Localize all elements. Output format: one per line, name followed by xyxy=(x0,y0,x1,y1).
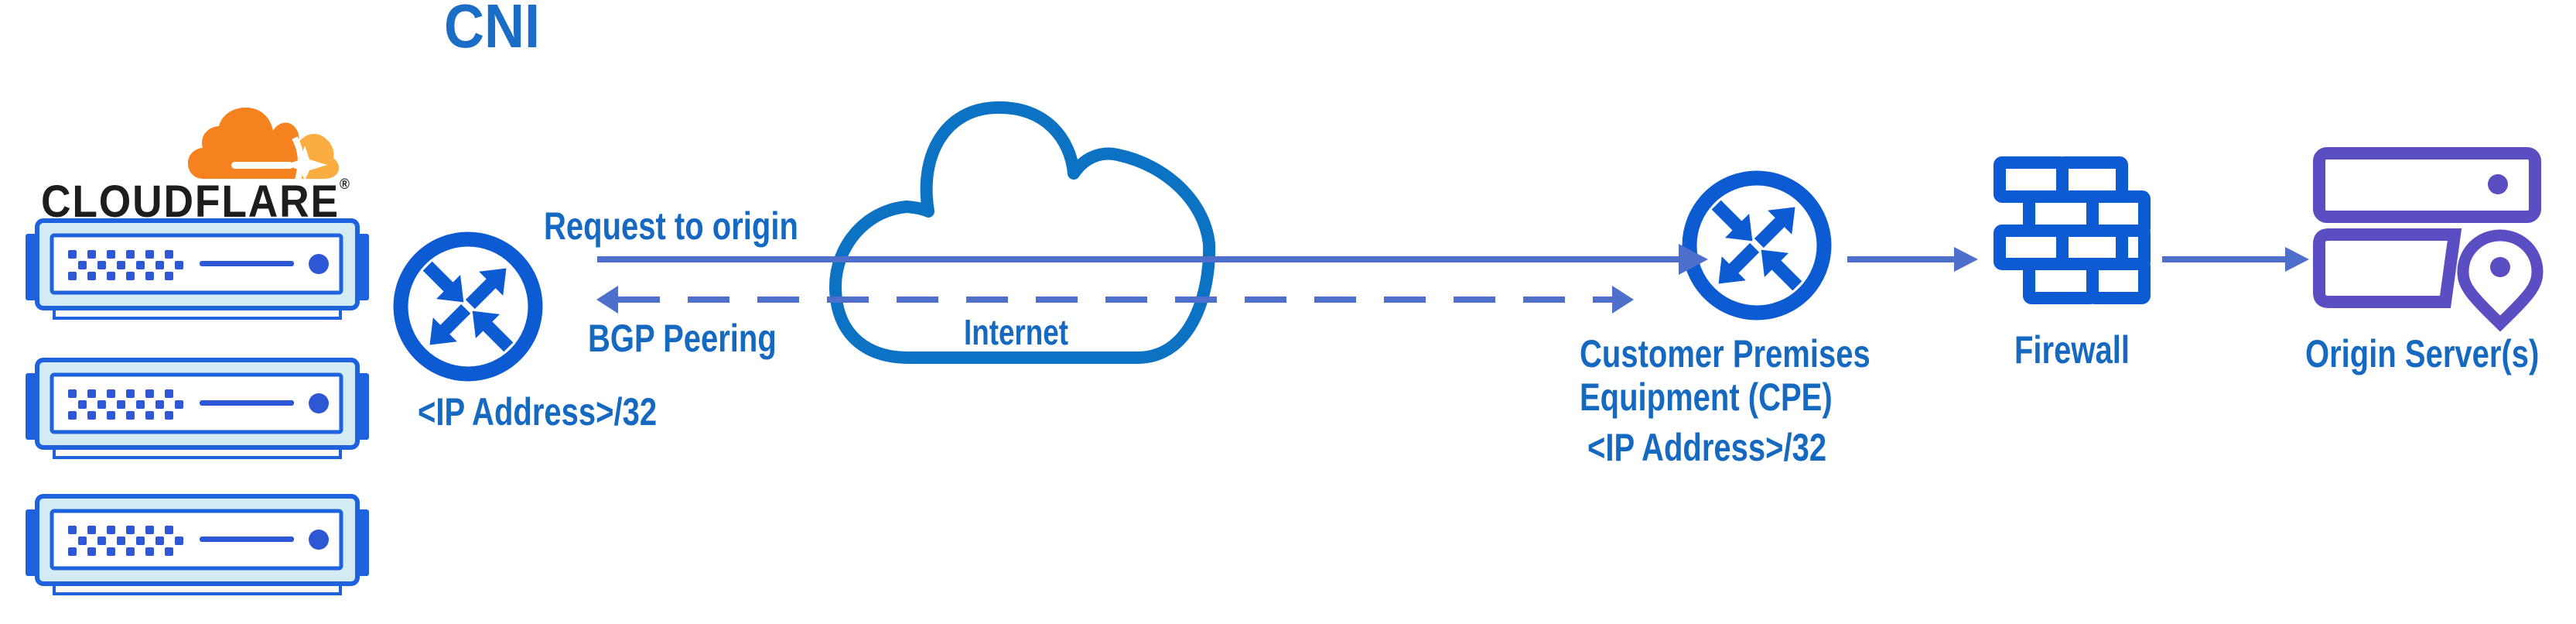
cloudflare-wordmark: CLOUDFLARE® xyxy=(41,177,350,227)
server-icon xyxy=(26,494,369,595)
internet-cloud-icon xyxy=(829,101,1216,364)
registered-mark: ® xyxy=(339,177,350,193)
origin-server-label: Origin Server(s) xyxy=(2305,332,2540,375)
internet-label: Internet xyxy=(964,312,1068,352)
cpe-router-icon xyxy=(1682,170,1832,321)
cpe-ip-label: <IP Address>/32 xyxy=(1587,426,1827,469)
origin-server-icon xyxy=(2313,147,2544,332)
firewall-icon xyxy=(1993,156,2151,304)
server-icon xyxy=(26,358,369,459)
edge-ip-label: <IP Address>/32 xyxy=(418,390,658,434)
cpe-label-line1: Customer Premises xyxy=(1580,332,1871,375)
router-icon xyxy=(393,231,543,382)
bgp-peering-label: BGP Peering xyxy=(588,317,777,360)
server-icon xyxy=(26,218,369,320)
page-title: CNI xyxy=(444,0,541,60)
cpe-label-line2: Equipment (CPE) xyxy=(1580,375,1833,419)
firewall-label: Firewall xyxy=(2014,328,2130,372)
cloudflare-logo-icon xyxy=(188,108,340,180)
request-to-origin-label: Request to origin xyxy=(544,204,798,248)
